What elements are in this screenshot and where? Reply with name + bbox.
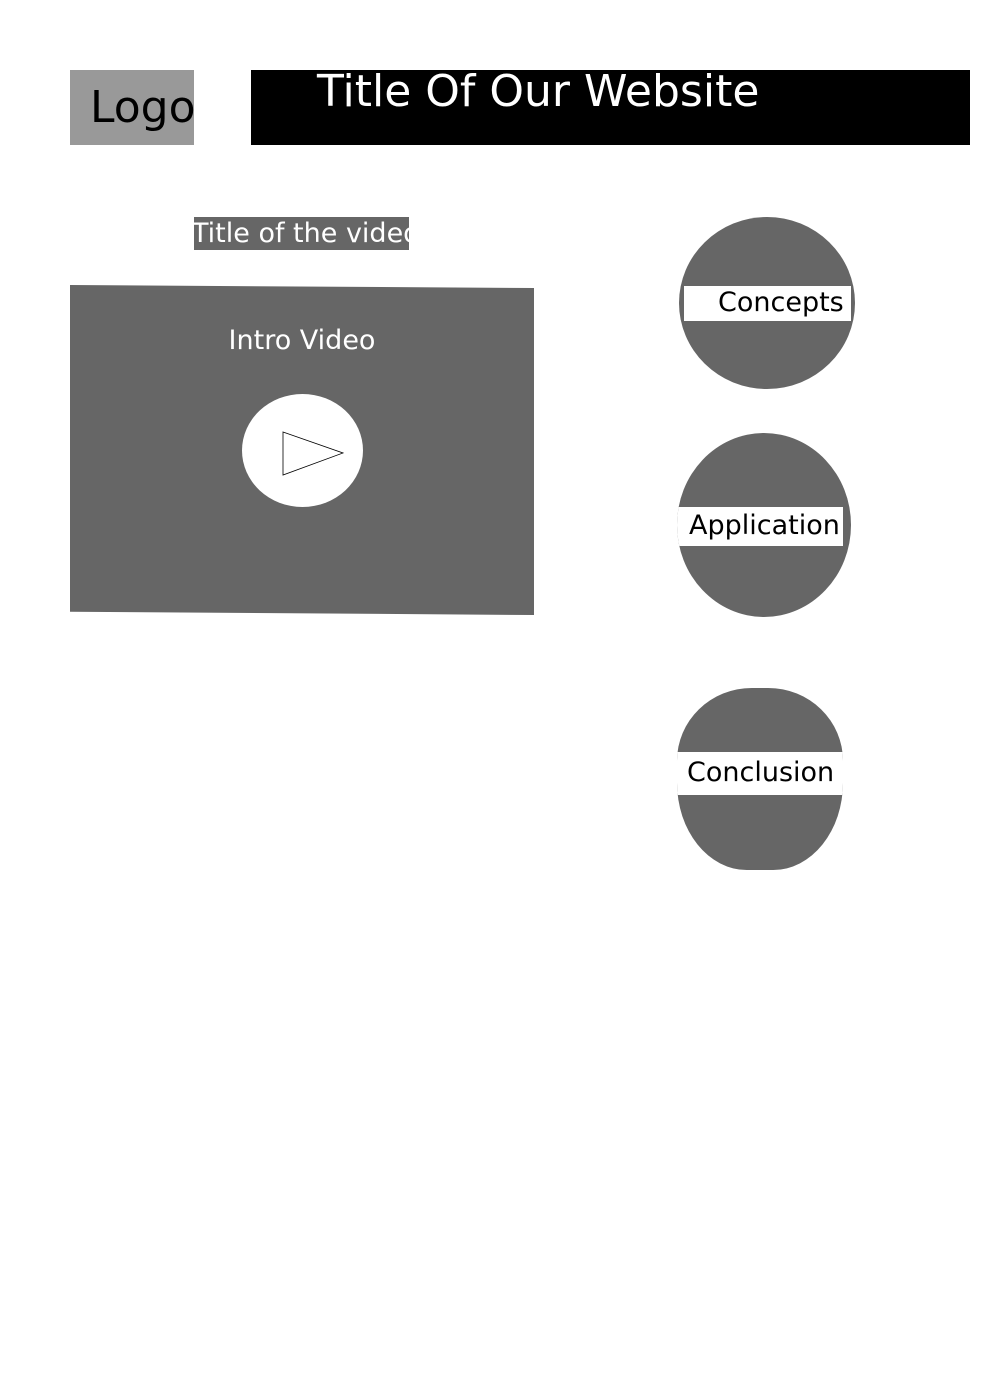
nav-application-band: Application xyxy=(677,507,843,546)
video-label: Intro Video xyxy=(228,325,376,356)
nav-concepts-button[interactable]: Concepts xyxy=(679,217,855,389)
nav-concepts-label: Concepts xyxy=(718,287,844,318)
nav-conclusion-band: Conclusion xyxy=(677,752,843,795)
nav-application-label: Application xyxy=(689,510,840,541)
nav-conclusion-label: Conclusion xyxy=(687,757,835,788)
nav-conclusion-button[interactable]: Conclusion xyxy=(677,688,843,870)
nav-concepts-band: Concepts xyxy=(684,286,851,321)
nav-application-button[interactable]: Application xyxy=(677,433,851,617)
video-title-text: Title of the video xyxy=(194,218,409,249)
intro-video-player[interactable]: Intro Video xyxy=(70,285,534,615)
play-icon xyxy=(282,431,344,476)
site-title-bar: Title Of Our Website xyxy=(251,70,970,145)
site-title: Title Of Our Website xyxy=(317,66,760,117)
video-title: Title of the video xyxy=(194,217,409,250)
logo[interactable]: Logo xyxy=(70,70,194,145)
logo-text: Logo xyxy=(90,82,194,133)
play-button[interactable] xyxy=(242,394,363,507)
